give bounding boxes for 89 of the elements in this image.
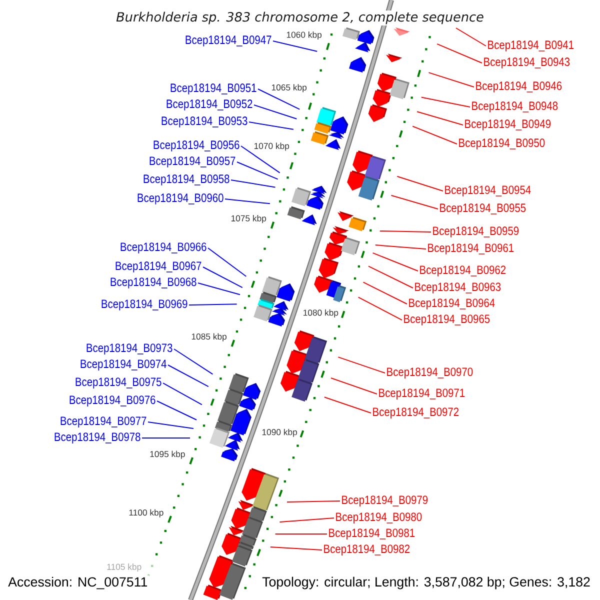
gene-label: Bcep18194_B0952 [166,100,252,110]
gene-label: Bcep18194_B0949 [465,120,551,130]
leader-line [148,422,194,429]
leader-line [286,500,340,502]
gene-label: Bcep18194_B0953 [162,116,248,128]
leader-line [330,378,378,394]
leader-line [416,111,464,126]
leader-line [270,546,322,550]
leader-line [368,266,414,288]
gene-label: Bcep18194_B0967 [116,262,202,272]
gene-label: Bcep18194_B0981 [329,528,415,540]
gene-label: Bcep18194_B0948 [472,102,558,112]
gene-label: Bcep18194_B0982 [324,544,410,556]
gene-label: Bcep18194_B0951 [170,84,256,94]
leader-line [198,282,240,296]
leader-line [338,356,386,374]
leader-line [420,96,470,108]
leader-line [279,518,334,522]
scale-label: 1060 kbp [285,30,323,40]
scale-label: 1080 kbp [302,308,340,318]
title: Burkholderia sp. 383 chromosome 2, complete sequence [114,10,486,26]
gene-label: Bcep18194_B0974 [80,360,166,370]
gene-label: Bcep18194_B0976 [70,396,156,406]
gene-label: Bcep18194_B0977 [60,416,146,428]
leader-line [254,104,298,120]
scale-label: 1100 kbp [128,508,164,518]
gene-label: Bcep18194_B0957 [150,156,236,168]
leader-line [188,304,238,306]
scale-label: 1105 kbp [106,562,142,572]
gene-label: Bcep18194_B0947 [186,36,272,46]
leader-line [358,296,402,320]
leader-line [174,348,214,375]
scale-label: 1090 kbp [260,428,298,438]
gene-label: Bcep18194_B0956 [154,140,240,152]
gene-label: Bcep18194_B0962 [420,266,506,276]
gene-label: Bcep18194_B0975 [76,378,162,388]
gene-label: Bcep18194_B0960 [138,194,224,204]
gene-label: Bcep18194_B0950 [459,138,545,150]
gene-label: Bcep18194_B0963 [415,282,501,294]
gene-label: Bcep18194_B0966 [120,242,206,254]
leader-line [372,252,418,272]
gene-label: Bcep18194_B0965 [404,314,490,326]
leader-line [412,126,458,144]
gene-label: Bcep18194_B0959 [433,226,519,238]
gene-label: Bcep18194_B0961 [428,244,514,254]
gene-label: Bcep18194_B0954 [445,186,531,196]
leader-line [396,176,444,192]
gene-label: Bcep18194_B0979 [342,496,428,506]
gene-label: Bcep18194_B0958 [144,174,230,186]
leader-line [236,162,278,180]
leader-line [379,230,432,232]
leader-line [248,122,294,130]
leader-line [202,266,243,288]
gene-label: Bcep18194_B0968 [110,278,196,288]
leader-line [208,248,247,277]
leader-line [162,382,202,406]
leader-line [224,198,270,204]
scale-label: 1065 kbp [270,83,308,94]
gene-label: Bcep18194_B0972 [373,408,459,418]
gene-label: Bcep18194_B0941 [488,40,574,52]
leader-line [230,180,276,188]
gene-label: Bcep18194_B0980 [336,512,422,524]
leader-line [240,146,280,174]
gene-label: Bcep18194_B0970 [387,368,473,378]
footer-text: Accession: NC_007511 [6,576,150,590]
gene-label: Bcep18194_B0946 [476,82,562,92]
leader-line [362,282,408,304]
gene-label: Bcep18194_B0964 [409,298,495,310]
leader-line [168,364,209,388]
gene-label: Bcep18194_B0943 [484,58,570,68]
gene-label: Bcep18194_B0955 [440,204,526,214]
footer-text: Topology: circular; Length: 3,587,082 bp; Genes: 3,182 [260,575,592,591]
leader-line [374,244,426,250]
leader-line [272,40,318,52]
leader-line [324,396,372,414]
gene-label: Bcep18194_B0973 [86,344,172,354]
scale-label: 1095 kbp [148,450,186,460]
scale-label: 1075 kbp [230,214,268,224]
scale-label: 1085 kbp [190,332,228,342]
leader-line [428,72,474,88]
leader-line [390,194,438,210]
gene-label: Bcep18194_B0971 [379,388,465,400]
leader-line [456,28,486,46]
gene-label: Bcep18194_B0969 [102,300,188,310]
scale-label: 1070 kbp [252,142,290,152]
gene-label: Bcep18194_B0978 [54,432,140,444]
leader-line [156,400,198,420]
leader-line [258,88,300,110]
leader-line [436,43,482,64]
